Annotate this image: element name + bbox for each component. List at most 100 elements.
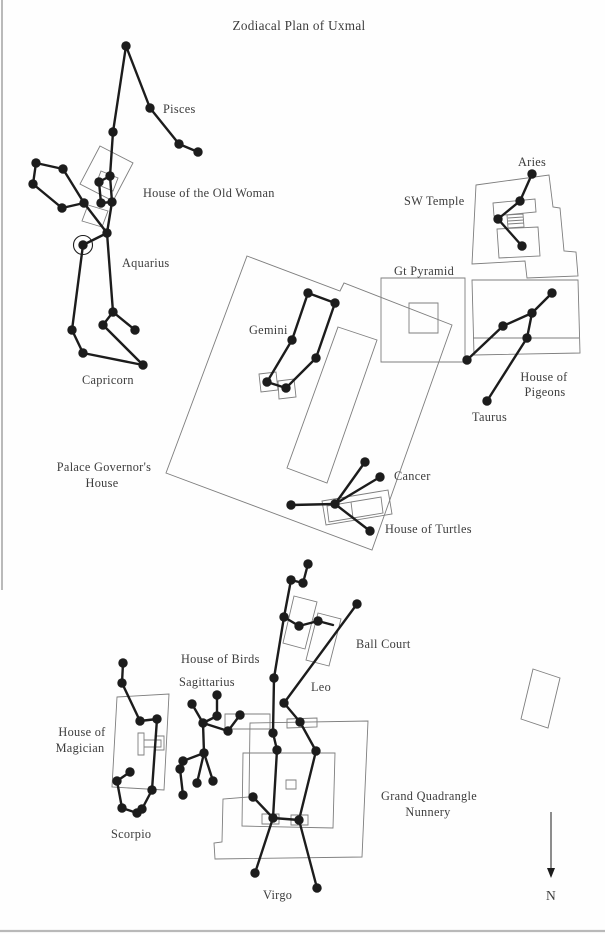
sagittarius-star — [192, 778, 202, 788]
label-house-of-magician-2: Magician — [56, 741, 105, 755]
label-house-of-birds: House of Birds — [181, 652, 260, 666]
capricorn-line — [101, 323, 145, 367]
scorpio-star — [117, 803, 127, 813]
building-palace-platform — [286, 326, 378, 484]
virgo-star — [311, 746, 321, 756]
label-sw-temple: SW Temple — [404, 194, 465, 208]
leo-star — [286, 575, 296, 585]
pisces-star — [121, 41, 131, 51]
pisces-line — [111, 44, 128, 134]
label-cancer: Cancer — [394, 469, 431, 483]
taurus-star — [547, 288, 557, 298]
old-woman-group-star — [107, 197, 117, 207]
gemini-line — [314, 301, 337, 360]
aquarius-star — [79, 198, 89, 208]
label-capricorn: Capricorn — [82, 373, 134, 387]
label-palace-2: House — [86, 476, 119, 490]
capricorn-line — [70, 243, 85, 332]
label-leo: Leo — [311, 680, 331, 694]
virgo-line — [253, 816, 275, 875]
constellation-leo — [268, 559, 362, 738]
gemini-star — [262, 377, 272, 387]
old-woman-group-line — [105, 200, 114, 235]
scorpio-star — [132, 808, 142, 818]
leo-line — [271, 676, 276, 735]
pisces-line — [124, 44, 152, 110]
label-house-of-pigeons-1: House of — [520, 370, 568, 384]
leo-star — [352, 599, 362, 609]
pisces-star — [174, 139, 184, 149]
pisces-star — [108, 127, 118, 137]
leo-line — [282, 602, 359, 705]
building-house-of-birds — [224, 713, 271, 730]
virgo-star — [294, 815, 304, 825]
pisces-line — [108, 130, 115, 178]
cancer-line — [289, 502, 337, 507]
building-ball-court-west — [282, 595, 318, 650]
building-nunnery-courtyard — [241, 752, 336, 829]
pisces-star — [145, 103, 155, 113]
constellation-gemini — [262, 288, 340, 393]
gemini-star — [311, 353, 321, 363]
scorpio-star — [147, 785, 157, 795]
aries-line — [496, 199, 522, 221]
building-palace-governors-house — [165, 255, 453, 551]
aquarius-star — [130, 325, 140, 335]
constellation-virgo — [248, 720, 322, 893]
north-label: N — [546, 888, 556, 903]
aquarius-line — [31, 182, 64, 210]
building-sw-temple — [471, 174, 579, 279]
scorpio-line — [120, 681, 142, 723]
capricorn-star — [67, 325, 77, 335]
label-ball-court: Ball Court — [356, 637, 411, 651]
aquarius-line — [82, 201, 109, 235]
sagittarius-star — [178, 790, 188, 800]
label-gemini: Gemini — [249, 323, 288, 337]
gemini-line — [306, 291, 337, 305]
virgo-star — [250, 868, 260, 878]
label-nunnery-2: Nunnery — [405, 805, 451, 819]
aquarius-star — [58, 164, 68, 174]
aquarius-star — [108, 307, 118, 317]
sagittarius-star — [178, 756, 188, 766]
diagram-title: Zodiacal Plan of Uxmal — [233, 18, 366, 33]
aquarius-line — [61, 167, 86, 205]
label-virgo: Virgo — [263, 888, 292, 902]
aquarius-line — [105, 231, 115, 314]
building-sw-temple-room-top — [492, 198, 537, 217]
pisces-line — [148, 106, 181, 146]
label-aries: Aries — [518, 155, 546, 169]
sagittarius-star — [198, 718, 208, 728]
gemini-star — [330, 298, 340, 308]
scorpio-star — [117, 678, 127, 688]
aquarius-star — [31, 158, 41, 168]
building-nunnery-north-room — [286, 717, 318, 729]
label-house-of-turtles: House of Turtles — [385, 522, 472, 536]
gemini-line — [290, 291, 310, 342]
constellation-old-woman-group — [94, 174, 117, 238]
label-pisces: Pisces — [163, 102, 196, 116]
scorpio-star — [118, 658, 128, 668]
building-nunnery-altar — [285, 779, 297, 790]
taurus-star — [498, 321, 508, 331]
constellation-capricorn — [67, 243, 148, 370]
leo-star — [279, 612, 289, 622]
constellations-layer — [28, 41, 557, 893]
virgo-line — [271, 748, 279, 820]
sagittarius-star — [235, 710, 245, 720]
label-house-of-magician-1: House of — [58, 725, 106, 739]
gemini-star — [287, 335, 297, 345]
cancer-star — [286, 500, 296, 510]
aries-star — [527, 169, 537, 179]
sagittarius-star — [212, 711, 222, 721]
cancer-line — [333, 475, 382, 506]
virgo-star — [268, 813, 278, 823]
cancer-star — [360, 457, 370, 467]
capricorn-line — [81, 351, 145, 367]
constellation-pisces — [105, 41, 203, 181]
building-ball-court-east — [305, 612, 342, 667]
leo-line — [282, 578, 293, 619]
